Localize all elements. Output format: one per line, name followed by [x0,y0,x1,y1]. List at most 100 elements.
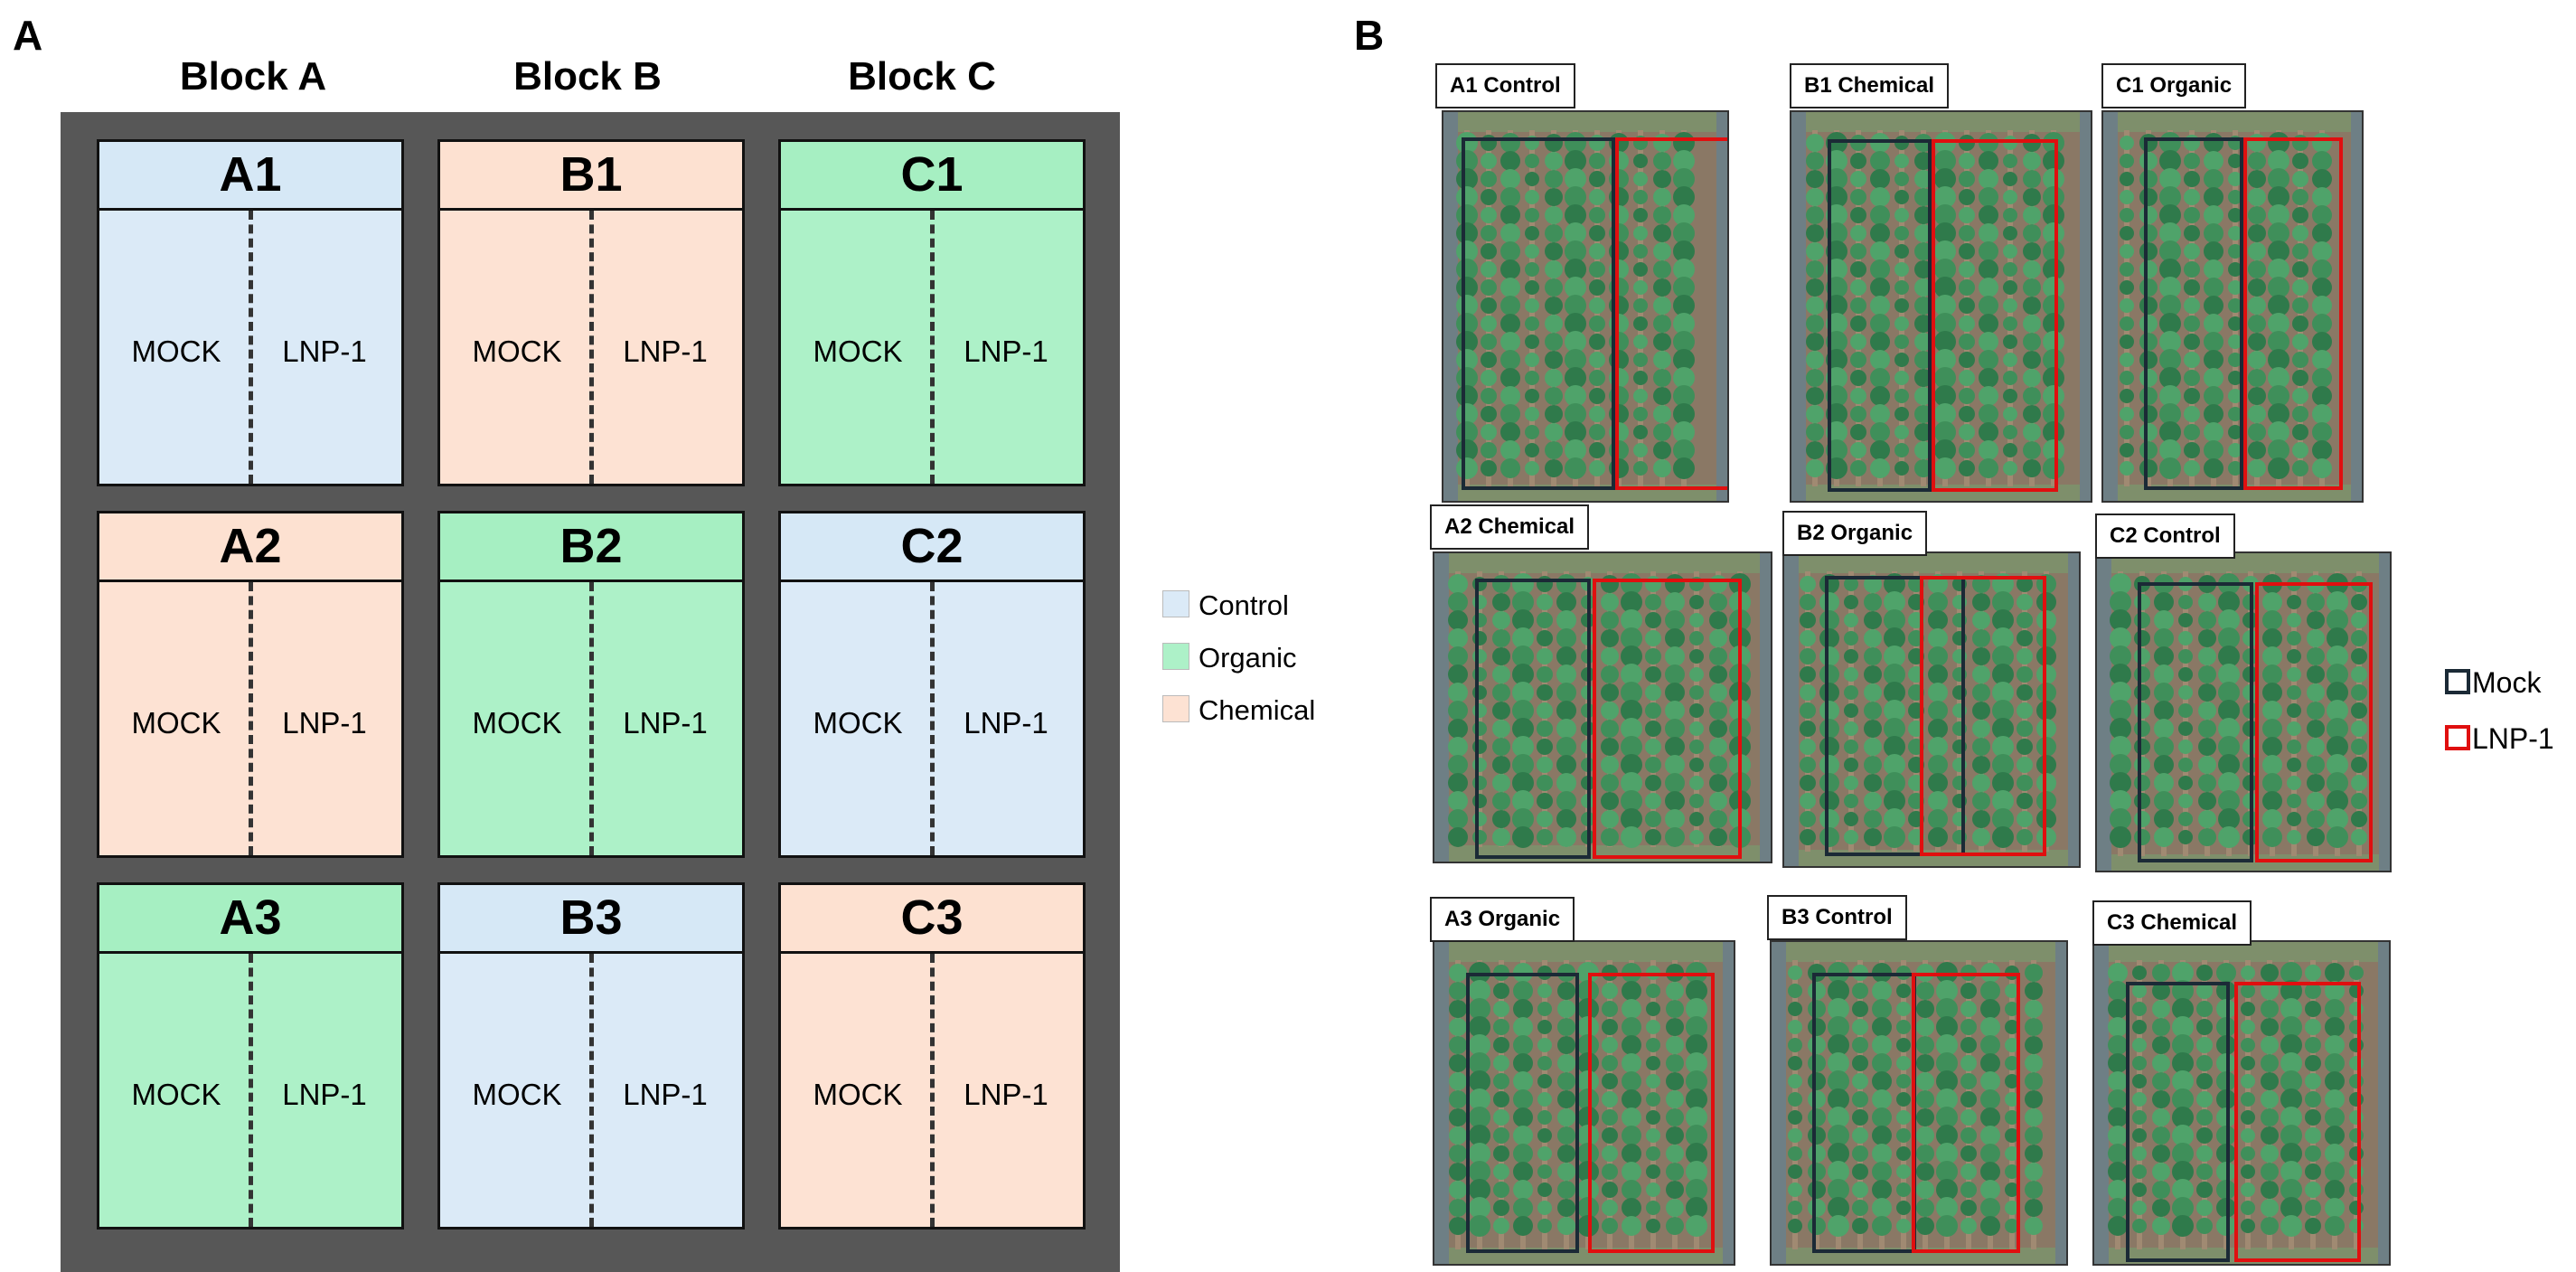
plot-divider [930,954,935,1227]
legend-label: Control [1199,589,1289,621]
plot-title: B3 [440,885,742,954]
field-image [2094,942,2389,1264]
mock-region [2144,137,2243,490]
legend-swatch [1162,695,1189,722]
mock-label: MOCK [472,1078,562,1111]
mock-label: MOCK [131,706,221,740]
plot-title: A3 [99,885,401,954]
legend-label: Organic [1199,642,1297,674]
legend-swatch [2445,725,2470,750]
plot-title: B2 [440,514,742,582]
lnp-label: LNP-1 [282,1078,367,1111]
plot-divider [589,582,594,855]
photo-tag: C1 Organic [2101,63,2247,108]
lnp-label: LNP-1 [964,1078,1048,1111]
aerial-photo [1433,940,1735,1266]
aerial-photo [1790,110,2092,503]
mock-region [1466,973,1579,1253]
legend-item-lnp-1: LNP-1 [2445,721,2571,756]
mock-label: MOCK [813,706,903,740]
mock-label: MOCK [472,706,562,740]
lnp-label: LNP-1 [964,334,1048,368]
plot-divider [249,211,253,484]
lnp-label: LNP-1 [623,1078,708,1111]
mock-region [1812,973,1916,1253]
lnp-label: LNP-1 [282,334,367,368]
plot-divider [589,954,594,1227]
lnp-label: LNP-1 [623,334,708,368]
panel-a-letter: A [13,12,43,59]
photo-tag: B3 Control [1767,895,1907,940]
photo-tag: A1 Control [1435,63,1575,108]
aerial-photo [2101,110,2364,503]
plot-title: C3 [781,885,1083,954]
photo-tag: B1 Chemical [1790,63,1950,108]
mock-label: MOCK [813,334,903,368]
aerial-photo [1782,551,2081,868]
lnp-label: LNP-1 [282,706,367,740]
panel-b-letter: B [1354,12,1385,59]
photo-tag: C2 Control [2095,514,2235,559]
lnp-label: LNP-1 [623,706,708,740]
photo-tag: C3 Chemical [2092,900,2252,946]
legend-item-chemical: Chemical [1162,694,1343,727]
plot-title: C1 [781,142,1083,211]
lnp-region [1932,139,2058,492]
mock-region [1462,137,1615,490]
lnp-region [2255,582,2373,862]
photo-tag: B2 Organic [1782,511,1928,556]
lnp-region [1912,973,2020,1253]
lnp-region [2234,982,2361,1262]
plot-divider [930,582,935,855]
aerial-photo [2095,551,2392,872]
plot-divider [249,582,253,855]
lnp-region [2243,137,2343,490]
block-header-b: Block B [513,54,662,99]
field-image [1434,942,1734,1264]
mock-region [2138,582,2253,862]
legend-swatch [1162,643,1189,670]
plot-title: A1 [99,142,401,211]
block-header-a: Block A [179,54,327,99]
mock-label: MOCK [131,1078,221,1111]
aerial-photo [1433,551,1772,863]
legend-swatch [1162,590,1189,617]
legend-item-control: Control [1162,589,1343,622]
lnp-region [1615,137,1727,490]
legend-label: LNP-1 [2472,722,2554,755]
plot-title: A2 [99,514,401,582]
mock-label: MOCK [813,1078,903,1111]
field-image [1791,112,2091,501]
mock-region [1825,576,1965,856]
mock-region [1828,139,1932,492]
plot-divider [589,211,594,484]
aerial-photo [1442,110,1729,503]
legend-label: Chemical [1199,694,1316,726]
lnp-label: LNP-1 [964,706,1048,740]
plot-divider [249,954,253,1227]
legend-label: Mock [2472,666,2542,699]
aerial-photo [2092,940,2391,1266]
plot-title: C2 [781,514,1083,582]
mock-label: MOCK [472,334,562,368]
legend-item-organic: Organic [1162,642,1343,674]
photo-tag: A2 Chemical [1430,504,1590,550]
field-image [2097,553,2390,871]
mock-region [2126,982,2230,1262]
aerial-photo [1770,940,2068,1266]
legend-item-mock: Mock [2445,665,2571,700]
mock-region [1475,579,1591,859]
block-header-c: Block C [848,54,996,99]
legend-swatch [2445,669,2470,694]
photo-tag: A3 Organic [1430,897,1575,942]
